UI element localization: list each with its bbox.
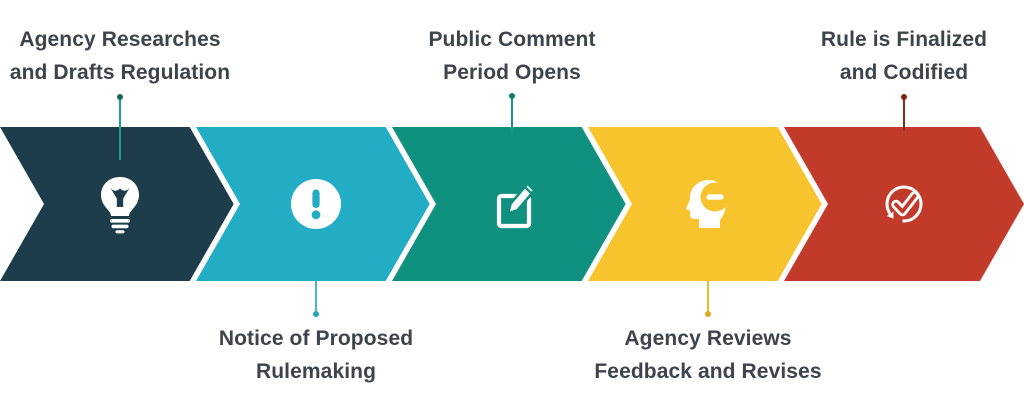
check-circle-arc <box>885 185 923 223</box>
step-label-comment: Public Comment Period Opens <box>352 23 672 89</box>
step-label-research: Agency Researches and Drafts Regulation <box>0 23 280 89</box>
step-label-research-line-1: Agency Researches <box>19 28 221 51</box>
connector-dot-research <box>117 94 123 100</box>
step-label-final: Rule is Finalized and Codified <box>744 23 1024 89</box>
lightbulb-base-nub <box>115 230 125 234</box>
check-circle-arrowhead <box>886 211 894 219</box>
lightbulb-filament <box>110 188 130 207</box>
connector-dot-comment <box>509 93 515 99</box>
connector-dot-final <box>901 94 907 100</box>
step-label-review: Agency Reviews Feedback and Revises <box>548 322 868 388</box>
step-label-research-line-2: and Drafts Regulation <box>9 61 231 84</box>
step-label-notice: Notice of Proposed Rulemaking <box>156 322 476 388</box>
connector-dot-notice <box>313 311 319 317</box>
step-label-final-line-1: Rule is Finalized <box>820 28 988 51</box>
step-label-review-line-2: Feedback and Revises <box>594 360 822 383</box>
lightbulb-base-stripe <box>110 219 130 223</box>
check-mark-inner <box>894 194 917 214</box>
lightbulb-icon <box>101 177 139 234</box>
step-label-notice-line-1: Notice of Proposed <box>218 327 414 350</box>
head-minus-bar <box>706 194 724 200</box>
edit-pencil-divider <box>523 185 533 195</box>
connector-dot-review <box>705 311 711 317</box>
edit-square-frame <box>496 193 532 229</box>
exclamation-bar <box>312 189 320 208</box>
head-minus-icon <box>686 180 730 228</box>
step-label-comment-line-2: Period Opens <box>443 61 581 84</box>
step-label-comment-line-1: Public Comment <box>428 28 596 51</box>
step-label-notice-line-2: Rulemaking <box>255 360 377 383</box>
exclamation-circle-icon <box>291 179 341 229</box>
lightbulb-base-stripe <box>111 224 129 229</box>
exclamation-dot <box>311 210 321 220</box>
edit-square-icon <box>496 182 536 229</box>
step-label-final-line-2: and Codified <box>839 61 969 84</box>
step-label-review-line-1: Agency Reviews <box>624 327 792 350</box>
check-circle-icon <box>885 185 923 223</box>
